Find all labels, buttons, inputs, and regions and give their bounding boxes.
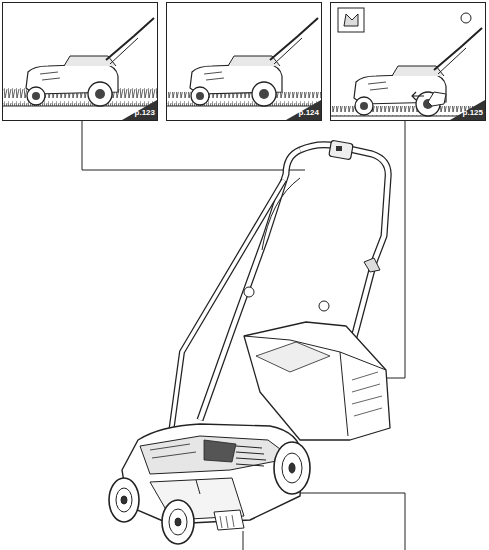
inset-panels xyxy=(3,3,486,121)
page-reference: p.123 xyxy=(135,108,155,118)
leader-lines xyxy=(82,121,405,550)
lawn-mower xyxy=(109,140,390,544)
page-reference: p.124 xyxy=(299,108,319,118)
page-reference: p.125 xyxy=(463,108,483,118)
